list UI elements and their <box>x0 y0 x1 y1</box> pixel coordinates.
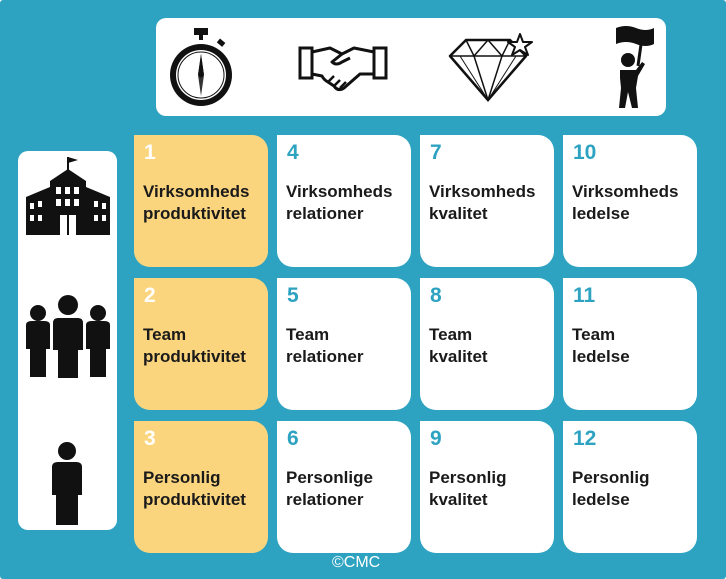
card-line2: ledelse <box>572 347 630 366</box>
card-line1: Personlig <box>143 468 221 487</box>
card-number: 8 <box>430 284 442 307</box>
card-line2: ledelse <box>572 204 630 223</box>
card-number: 4 <box>287 141 299 164</box>
card-line1: Team <box>286 325 330 344</box>
card-number: 3 <box>144 427 156 450</box>
card-line1: Personlig <box>572 468 650 487</box>
card-line2: kvalitet <box>429 490 488 509</box>
card-3: 3 Personlig produktivitet <box>134 421 268 553</box>
card-line1: Virksomheds <box>143 182 250 201</box>
card-line2: relationer <box>286 347 364 366</box>
card-number: 9 <box>430 427 442 450</box>
team-people-icon <box>26 295 110 379</box>
card-11: 11 Team ledelse <box>563 278 697 410</box>
card-line2: produktivitet <box>143 347 246 366</box>
diamond-star-icon <box>448 33 533 103</box>
card-line2: produktivitet <box>143 490 246 509</box>
card-4: 4 Virksomheds relationer <box>277 135 411 267</box>
card-1: 1 Virksomheds produktivitet <box>134 135 268 267</box>
card-line1: Team <box>429 325 473 344</box>
card-7: 7 Virksomheds kvalitet <box>420 135 554 267</box>
copyright-text: ©CMC <box>332 554 381 571</box>
card-number: 6 <box>287 427 299 450</box>
building-icon <box>26 157 110 235</box>
single-person-icon <box>52 442 82 525</box>
stopwatch-icon <box>170 28 232 106</box>
card-10: 10 Virksomheds ledelse <box>563 135 697 267</box>
card-line2: kvalitet <box>429 347 488 366</box>
side-icon-panel <box>18 151 117 530</box>
card-2: 2 Team produktivitet <box>134 278 268 410</box>
card-line2: relationer <box>286 490 364 509</box>
card-number: 12 <box>573 427 597 450</box>
card-number: 7 <box>430 141 442 164</box>
card-5: 5 Team relationer <box>277 278 411 410</box>
card-line1: Virksomheds <box>429 182 536 201</box>
card-line2: relationer <box>286 204 364 223</box>
card-number: 2 <box>144 284 156 307</box>
card-line1: Virksomheds <box>572 182 679 201</box>
handshake-icon <box>298 46 388 92</box>
top-icon-panel <box>156 18 666 116</box>
card-line1: Team <box>572 325 616 344</box>
card-line2: ledelse <box>572 490 630 509</box>
card-6: 6 Personlige relationer <box>277 421 411 553</box>
card-line1: Virksomheds <box>286 182 393 201</box>
card-number: 10 <box>573 141 597 164</box>
card-line2: produktivitet <box>143 204 246 223</box>
card-8: 8 Team kvalitet <box>420 278 554 410</box>
card-9: 9 Personlig kvalitet <box>420 421 554 553</box>
card-12: 12 Personlig ledelse <box>563 421 697 553</box>
card-number: 5 <box>287 284 299 307</box>
card-line2: kvalitet <box>429 204 488 223</box>
card-line1: Personlige <box>286 468 373 487</box>
card-number: 1 <box>144 141 156 164</box>
card-line1: Personlig <box>429 468 507 487</box>
card-number: 11 <box>573 284 596 307</box>
flag-person-icon <box>616 26 654 108</box>
card-line1: Team <box>143 325 187 344</box>
